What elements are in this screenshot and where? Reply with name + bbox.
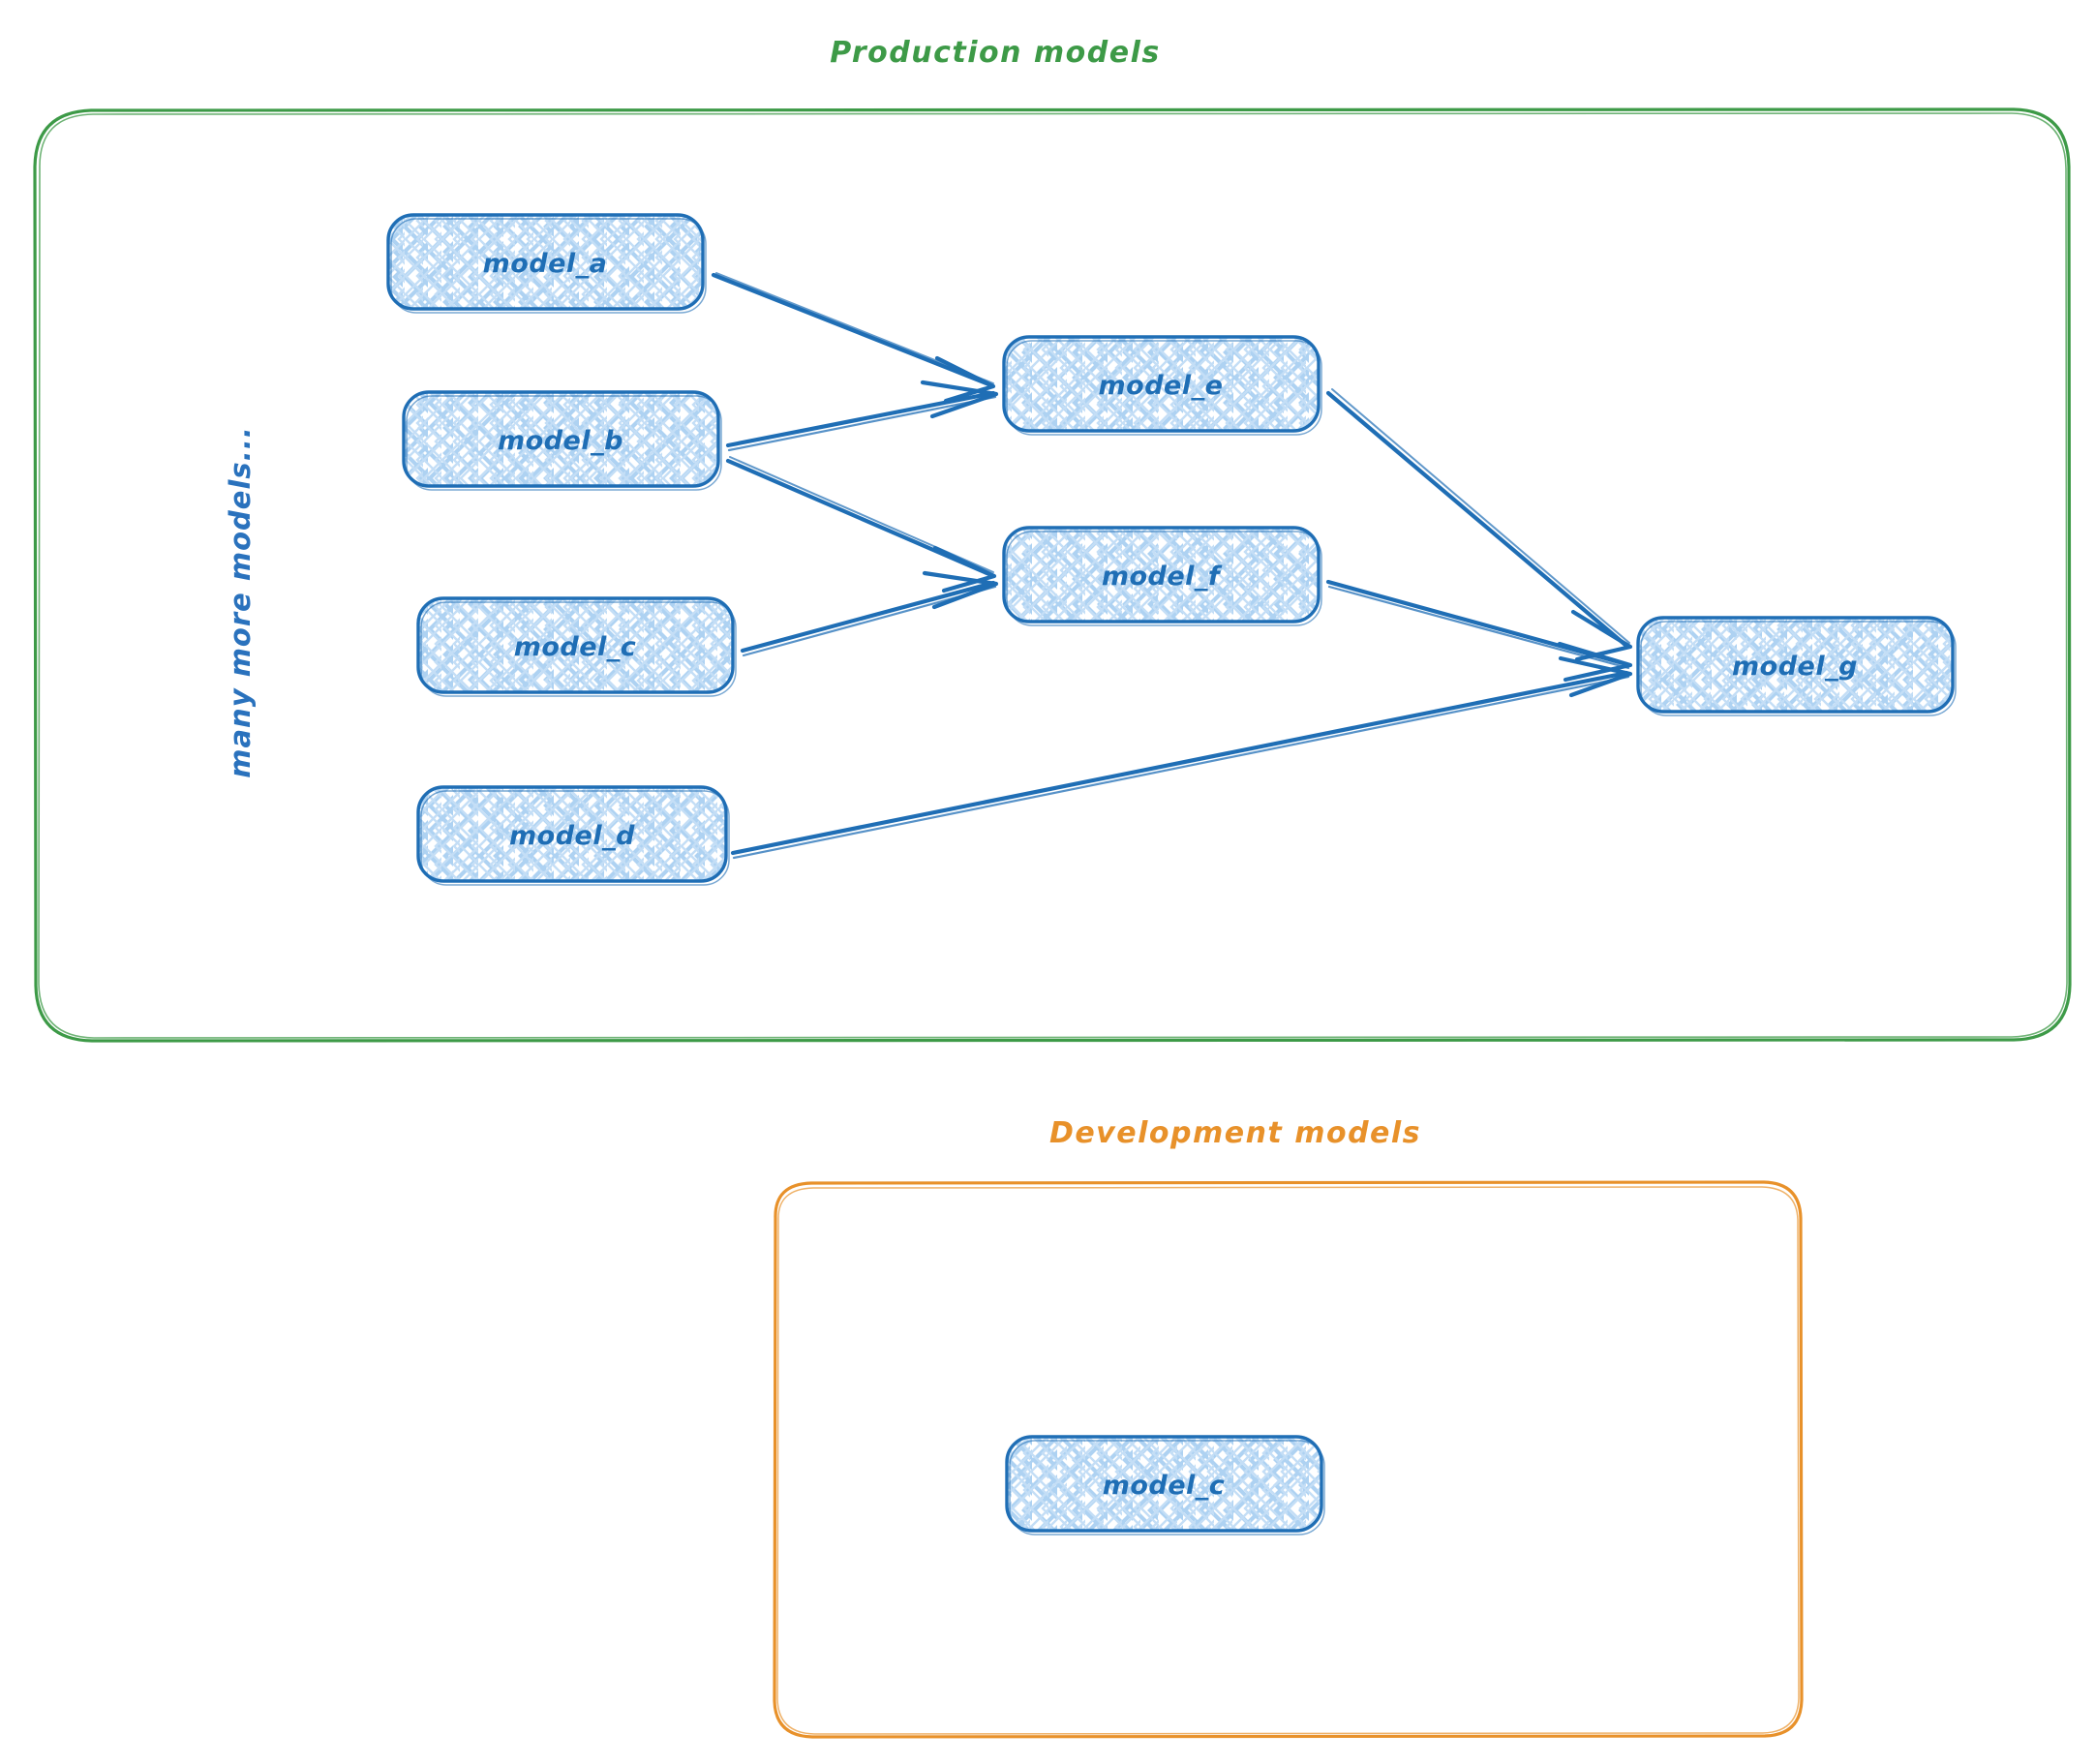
node-text-model-d: model_d	[509, 821, 635, 851]
edge-model-e-to-model-g	[1325, 388, 1633, 662]
group-container-development	[773, 1180, 1804, 1739]
node-model-d[interactable]	[416, 785, 730, 886]
edge-model-d-to-model-g	[730, 655, 1633, 860]
edge-model-f-to-model-g	[1325, 579, 1633, 683]
text-layer: Production models Development models man…	[224, 36, 1858, 1501]
group-title-production: Production models	[830, 36, 1160, 70]
node-model-e[interactable]	[1002, 335, 1322, 436]
edges-layer	[711, 272, 1633, 860]
node-model-g[interactable]	[1636, 616, 1957, 716]
node-model-a[interactable]	[386, 213, 707, 314]
node-text-model-c-development: model_c	[1103, 1471, 1226, 1501]
group-container-production	[33, 107, 2072, 1043]
edge-model-c-to-model-f	[740, 570, 999, 657]
group-title-development: Development models	[1049, 1116, 1421, 1150]
edge-model-b-to-model-f	[725, 456, 997, 593]
node-text-model-f: model_f	[1102, 562, 1223, 592]
node-text-model-g: model_g	[1732, 652, 1858, 682]
nodes-layer	[386, 213, 1957, 1536]
edge-model-a-to-model-e	[711, 272, 996, 404]
node-model-c-production[interactable]	[416, 596, 737, 697]
edge-model-b-to-model-e	[725, 380, 999, 452]
node-model-f[interactable]	[1002, 526, 1322, 626]
node-model-b[interactable]	[402, 390, 722, 491]
node-text-model-b: model_b	[498, 426, 623, 456]
node-text-model-a: model_a	[483, 249, 608, 279]
side-label-many-more-models: many more models...	[224, 426, 257, 777]
node-model-c-development[interactable]	[1005, 1435, 1325, 1536]
node-text-model-c-production: model_c	[514, 632, 637, 662]
node-text-model-e: model_e	[1099, 371, 1224, 401]
